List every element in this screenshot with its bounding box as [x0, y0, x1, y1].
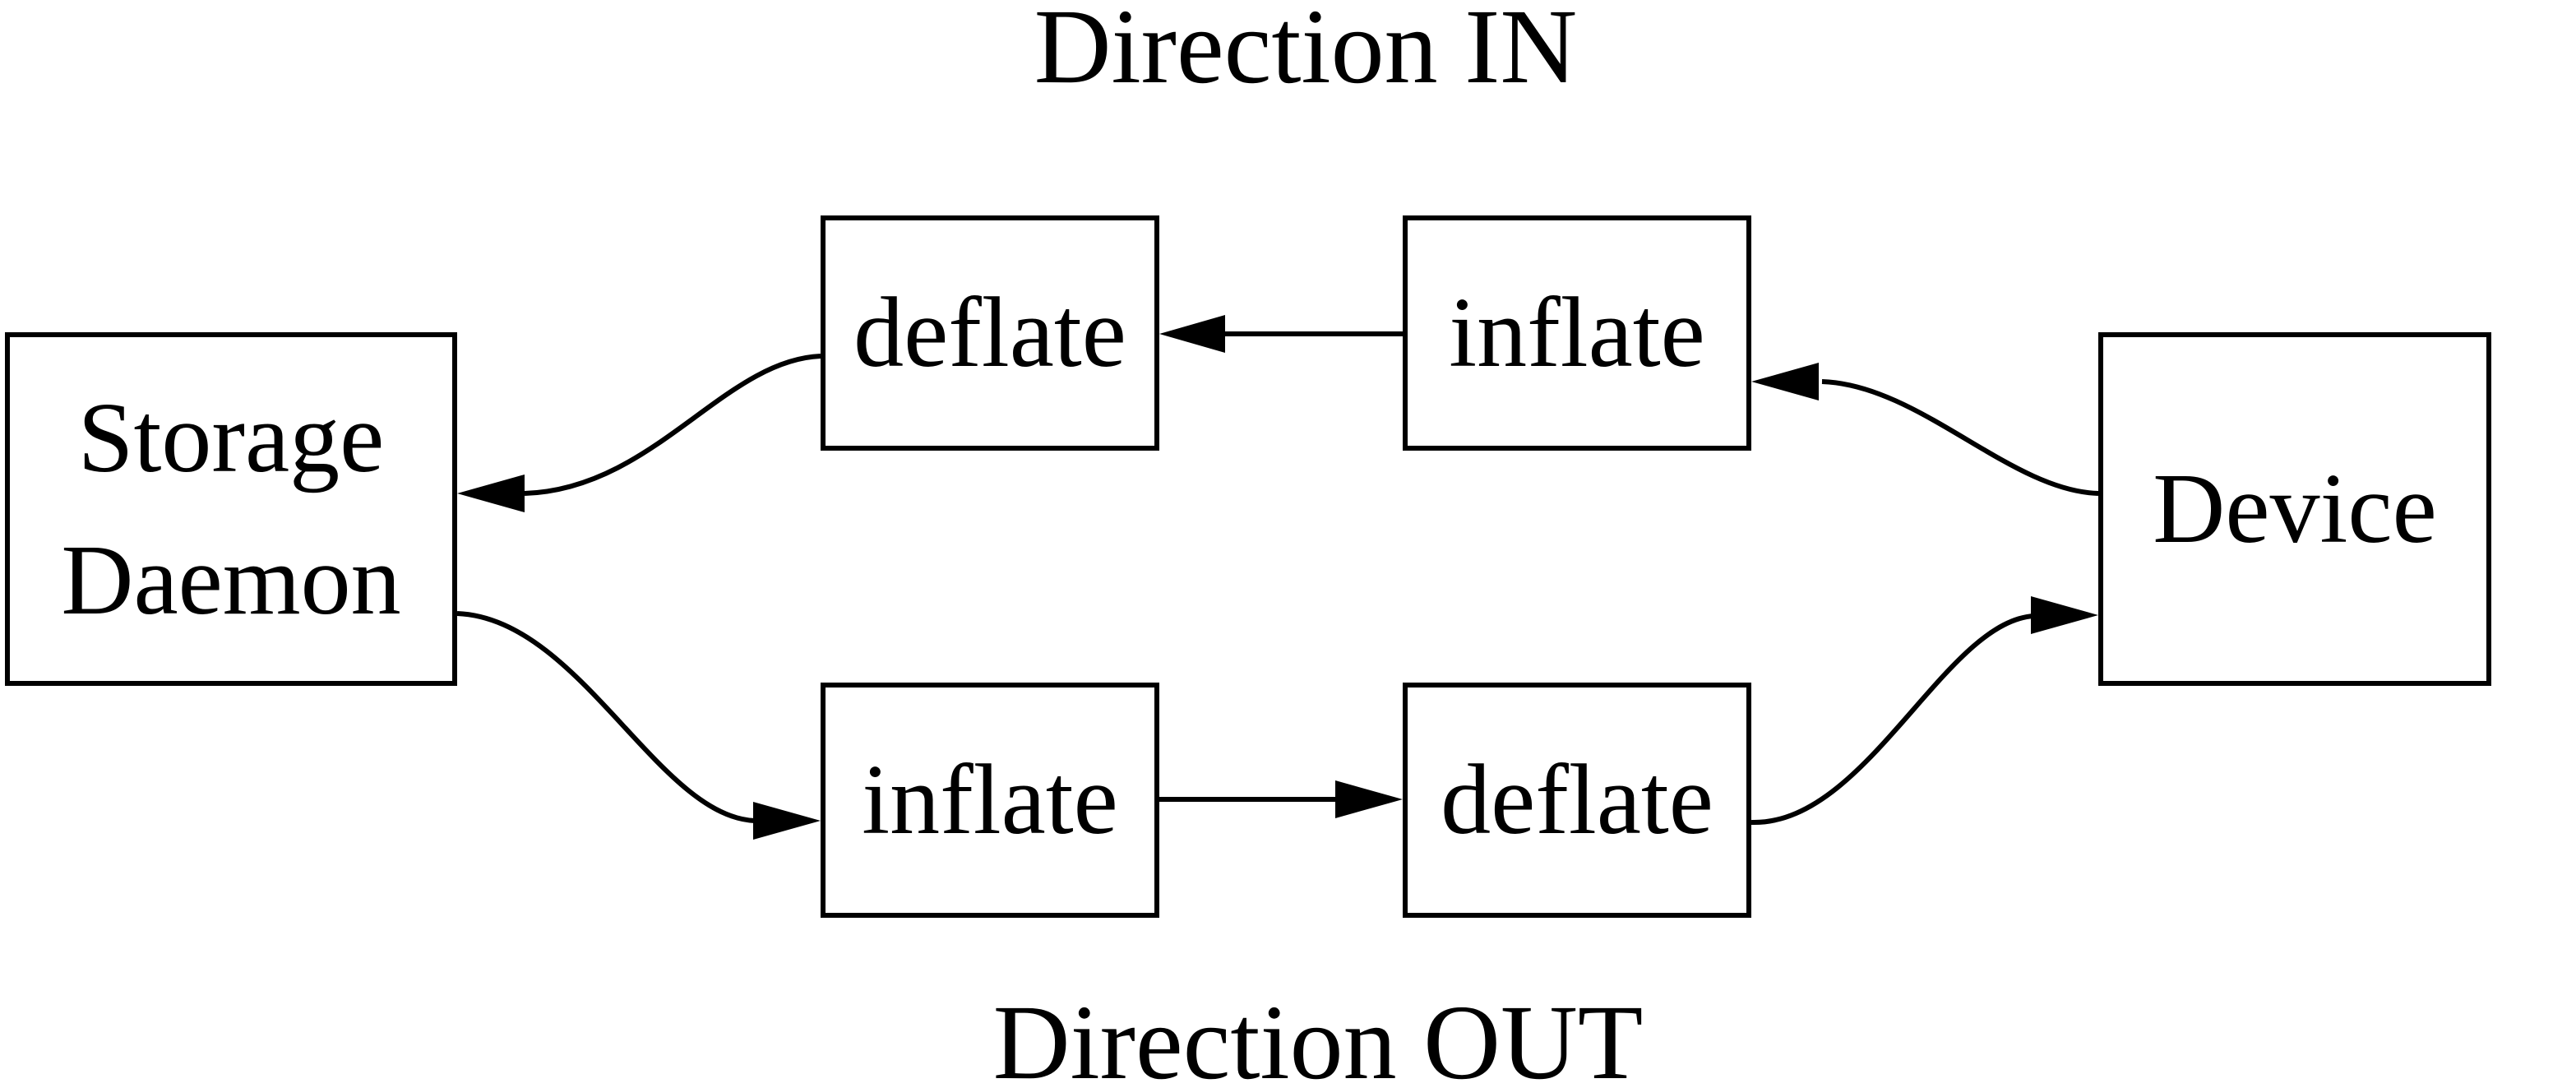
- node-inflate-in: inflate: [1403, 215, 1751, 451]
- storage-daemon-label: Storage Daemon: [61, 367, 400, 651]
- node-device: Device: [2098, 332, 2491, 686]
- node-deflate-in: deflate: [821, 215, 1159, 451]
- arrow-deflate-to-device-out: [1750, 596, 2098, 826]
- node-storage-daemon: Storage Daemon: [5, 332, 457, 686]
- storage-daemon-label-line1: Storage: [77, 382, 385, 493]
- arrow-inflate-to-deflate-in: [1159, 315, 1403, 353]
- node-inflate-out: inflate: [821, 683, 1159, 918]
- arrow-storage-to-inflate-out: [456, 611, 821, 840]
- direction-out-title: Direction OUT: [992, 984, 1644, 1088]
- direction-in-title: Direction IN: [1034, 0, 1578, 106]
- arrow-deflate-to-storage-in: [457, 354, 821, 512]
- arrow-device-to-inflate-in: [1751, 363, 2099, 496]
- arrow-inflate-to-deflate-out: [1159, 780, 1403, 818]
- node-deflate-out: deflate: [1403, 683, 1751, 918]
- storage-daemon-label-line2: Daemon: [61, 525, 401, 636]
